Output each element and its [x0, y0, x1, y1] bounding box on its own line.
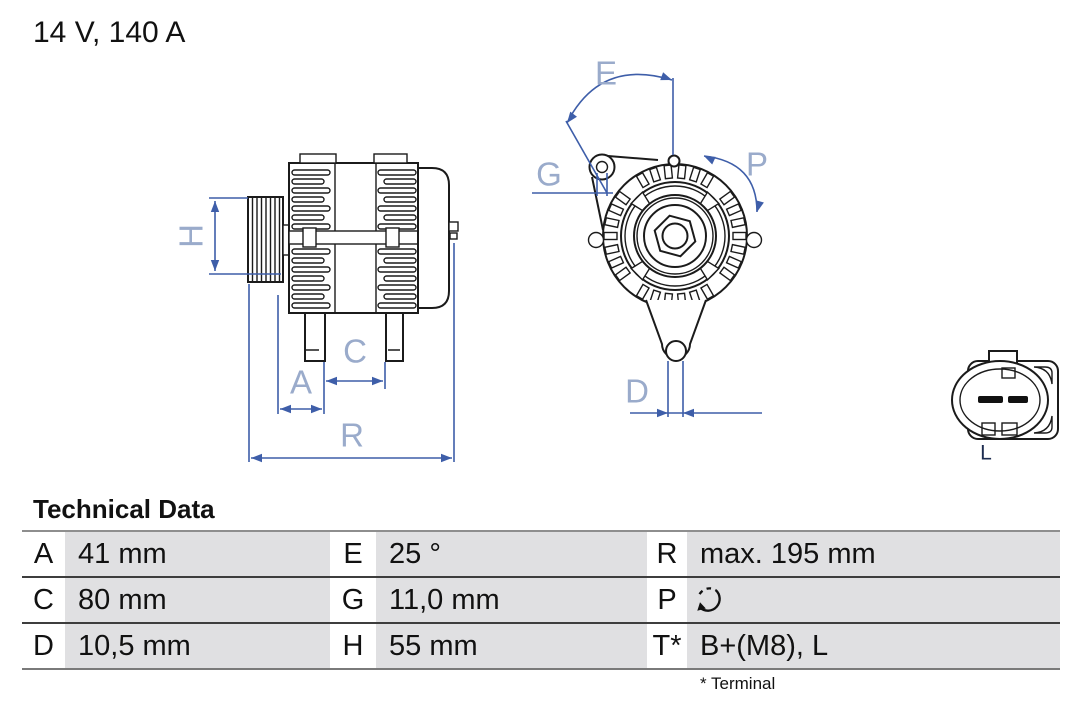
dim-label-r: R [340, 417, 364, 454]
dim-label-p: P [746, 146, 768, 183]
dimension-lines-side [209, 197, 455, 462]
technical-drawing: H A C R [173, 55, 1059, 465]
section-heading: Technical Data [33, 494, 215, 524]
dim-label-h: H [173, 224, 210, 248]
table-key: C [22, 578, 65, 622]
table-key: D [22, 624, 65, 668]
dim-label-g: G [536, 156, 562, 193]
shaft-nut [653, 214, 697, 258]
mounting-foot [304, 312, 326, 362]
dim-label-c: C [343, 333, 367, 370]
terminal-footnote: * Terminal [700, 674, 776, 693]
table-value: B+(M8), L [687, 624, 1060, 668]
connector-pin [1008, 396, 1028, 403]
rotation-cw-icon [697, 587, 721, 612]
table-key: H [330, 624, 376, 668]
table-row: A 41 mm E 25 ° R max. 195 mm [22, 532, 1060, 578]
connector-terminal-label: L [980, 442, 992, 465]
table-key: R [647, 532, 687, 576]
table-value: 80 mm [65, 578, 330, 622]
table-row: D 10,5 mm H 55 mm T* B+(M8), L [22, 624, 1060, 670]
connector-pin [978, 396, 1003, 403]
table-key: G [330, 578, 376, 622]
front-view-drawing: E G P D [532, 55, 768, 418]
rear-cover [417, 167, 450, 309]
mounting-lug-hole [588, 153, 616, 181]
table-value: 11,0 mm [376, 578, 647, 622]
table-key: A [22, 532, 65, 576]
dim-label-a: A [290, 364, 312, 401]
table-value: 25 ° [376, 532, 647, 576]
mounting-foot [385, 312, 404, 362]
page-title: 14 V, 140 A [33, 16, 186, 49]
table-key: E [330, 532, 376, 576]
table-value: max. 195 mm [687, 532, 1060, 576]
table-row: C 80 mm G 11,0 mm P [22, 578, 1060, 624]
table-key: P [647, 578, 687, 622]
table-key: T* [647, 624, 687, 668]
table-value: 41 mm [65, 532, 330, 576]
dim-label-d: D [625, 373, 649, 410]
top-hole [667, 154, 681, 168]
table-value: 10,5 mm [65, 624, 330, 668]
technical-data-table: A 41 mm E 25 ° R max. 195 mm C 80 mm G 1… [22, 530, 1060, 670]
side-view-drawing: H A C R [173, 153, 459, 463]
connector-drawing: L [951, 350, 1059, 465]
table-value [687, 578, 1060, 622]
terminal-stud [448, 221, 459, 232]
table-value: 55 mm [376, 624, 647, 668]
dim-label-e: E [595, 55, 617, 92]
bottom-lug-hole [665, 340, 687, 362]
